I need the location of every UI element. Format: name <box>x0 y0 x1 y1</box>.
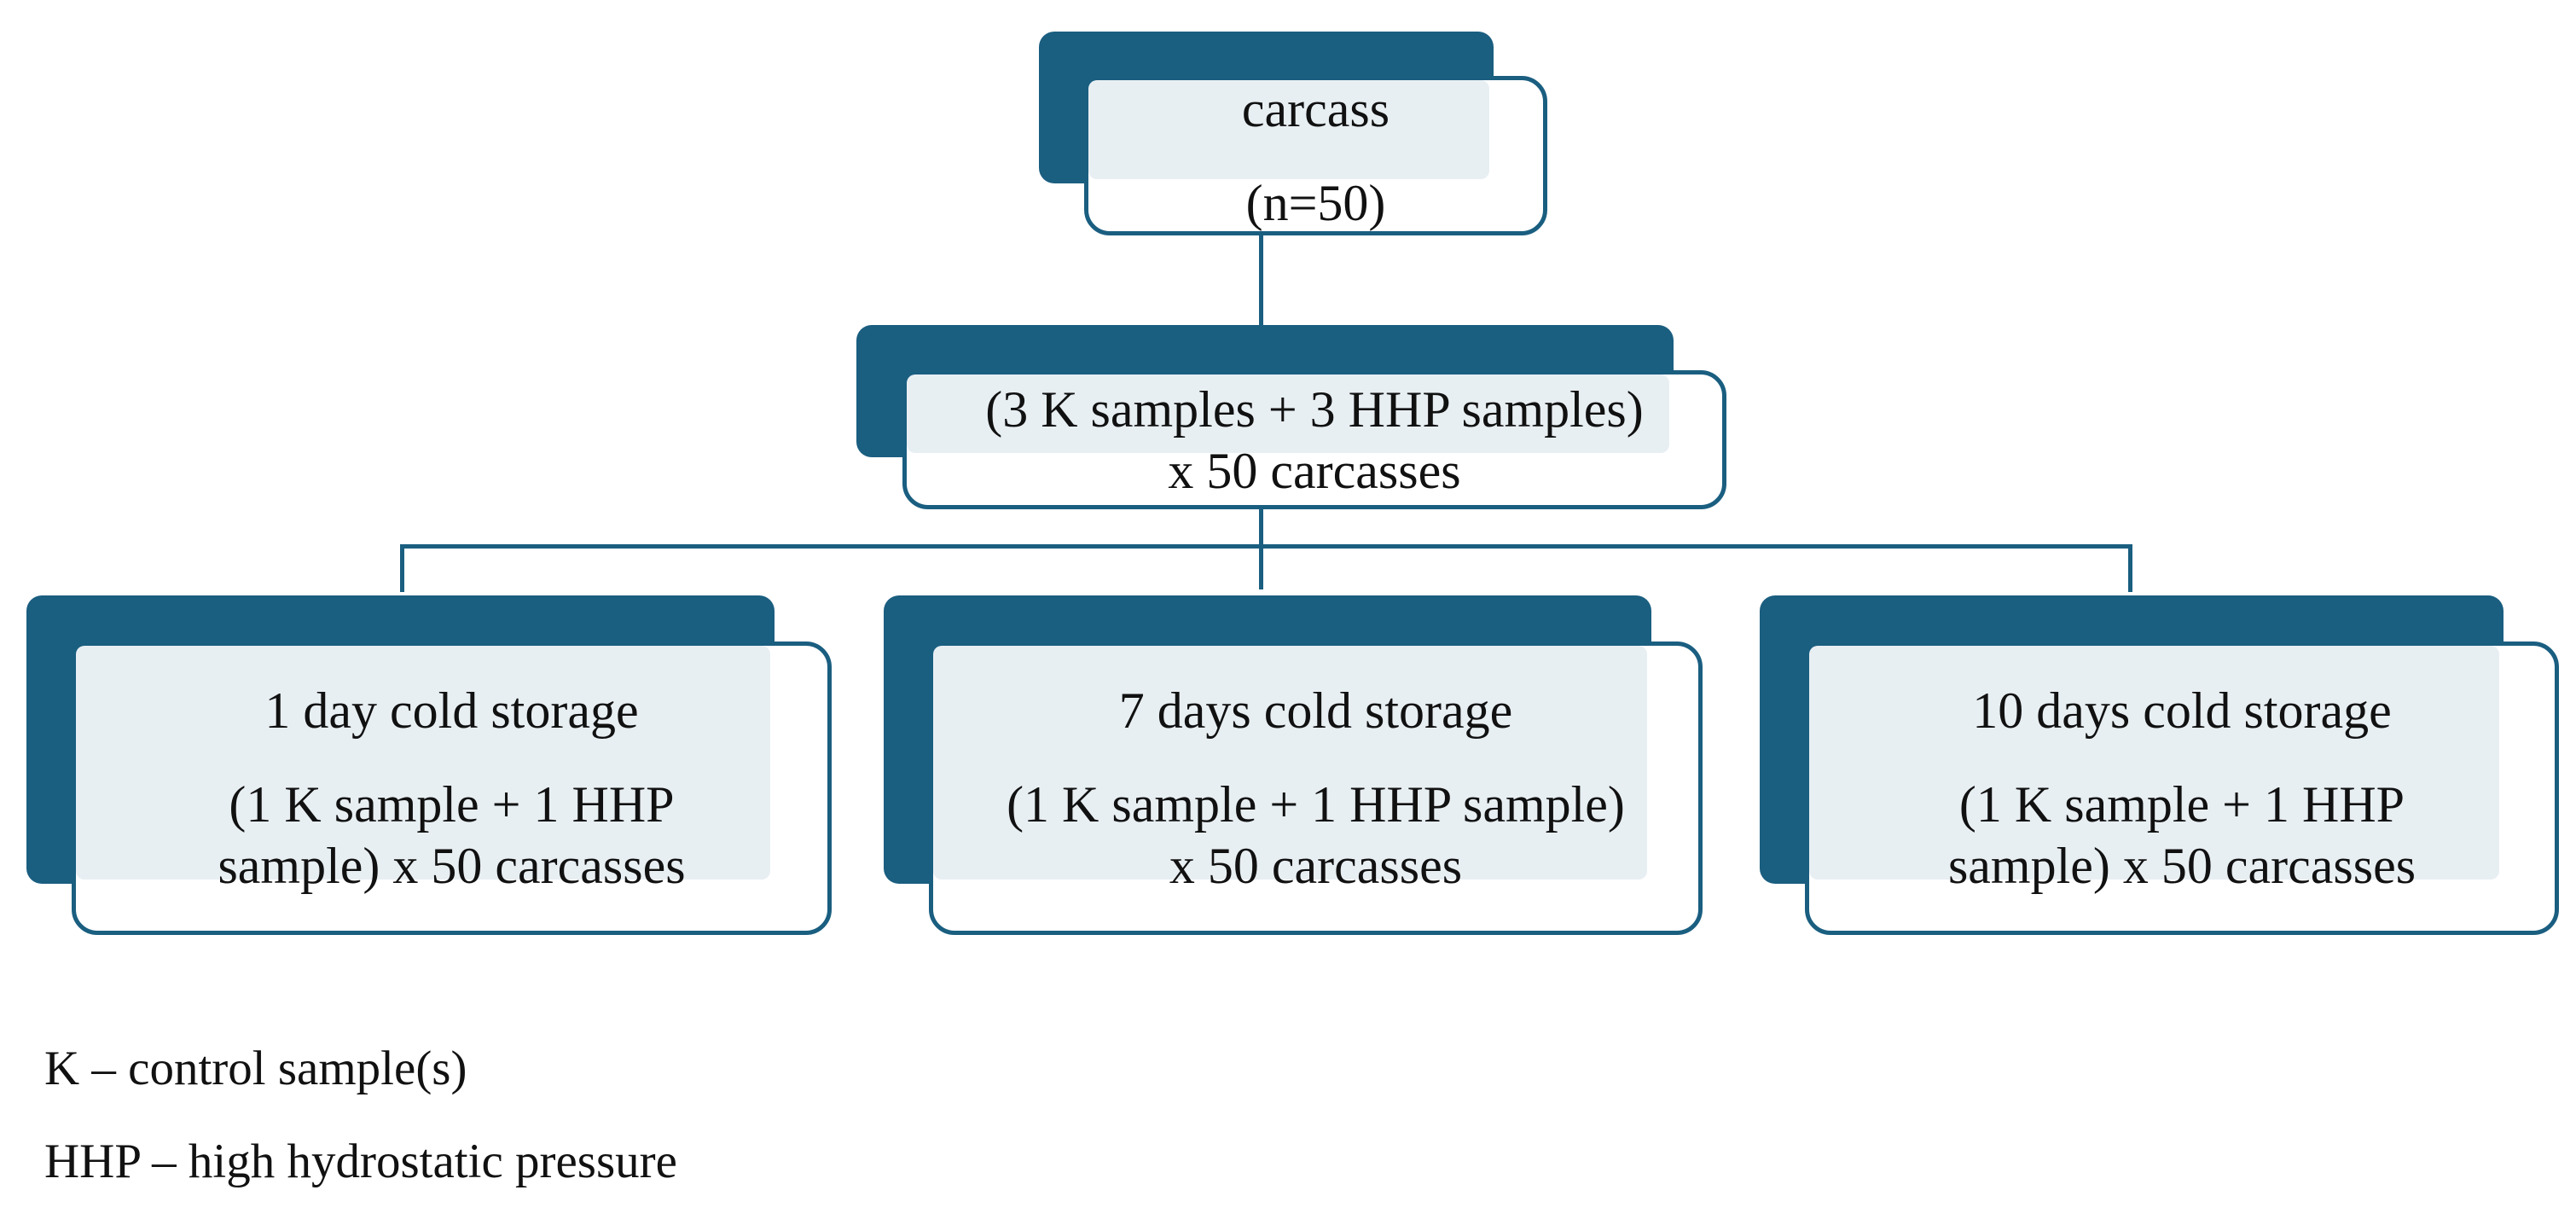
node-1-day-text: 1 day cold storage (1 K sample + 1 HHP s… <box>72 642 832 935</box>
connector-mid-to-branch <box>1259 508 1263 589</box>
node-samples-line-1: (3 K samples + 3 HHP samples) <box>985 380 1644 438</box>
node-carcass-count: (n=50) <box>1245 174 1386 231</box>
node-1-day-title: 1 day cold storage <box>264 682 639 739</box>
node-1-day-line-3: sample) x 50 carcasses <box>218 838 686 894</box>
node-10-days-overlap <box>1809 646 2499 880</box>
connector-branch-right <box>2128 544 2132 592</box>
node-7-days-text: 7 days cold storage (1 K sample + 1 HHP … <box>929 642 1703 935</box>
node-10-days-text: 10 days cold storage (1 K sample + 1 HHP… <box>1805 642 2559 935</box>
node-7-days-line-3: x 50 carcasses <box>1169 838 1463 894</box>
node-samples-line-2: x 50 carcasses <box>1168 442 1461 499</box>
node-7-days-line-2: (1 K sample + 1 HHP sample) <box>1007 776 1625 833</box>
node-samples-text: (3 K samples + 3 HHP samples) x 50 carca… <box>902 370 1726 509</box>
node-10-days-title: 10 days cold storage <box>1972 682 2392 739</box>
connector-branch-horizontal <box>400 544 2132 549</box>
node-1-day-line-2: (1 K sample + 1 HHP <box>229 776 675 833</box>
node-7-days-overlap <box>933 646 1647 880</box>
node-carcass-overlap <box>1088 80 1489 179</box>
node-carcass-label: carcass <box>1241 80 1390 137</box>
node-carcass-text: carcass (n=50) <box>1084 76 1547 235</box>
connector-branch-left <box>400 544 404 592</box>
node-7-days-title: 7 days cold storage <box>1118 682 1513 739</box>
node-10-days-line-2: (1 K sample + 1 HHP <box>1958 776 2405 833</box>
node-1-day-overlap <box>76 646 770 880</box>
legend-hhp: HHP – high hydrostatic pressure <box>44 1135 677 1188</box>
node-samples-overlap <box>907 374 1669 453</box>
connector-root-to-mid <box>1259 232 1263 370</box>
legend-k: K – control sample(s) <box>44 1042 467 1095</box>
node-10-days-line-3: sample) x 50 carcasses <box>1947 838 2416 894</box>
